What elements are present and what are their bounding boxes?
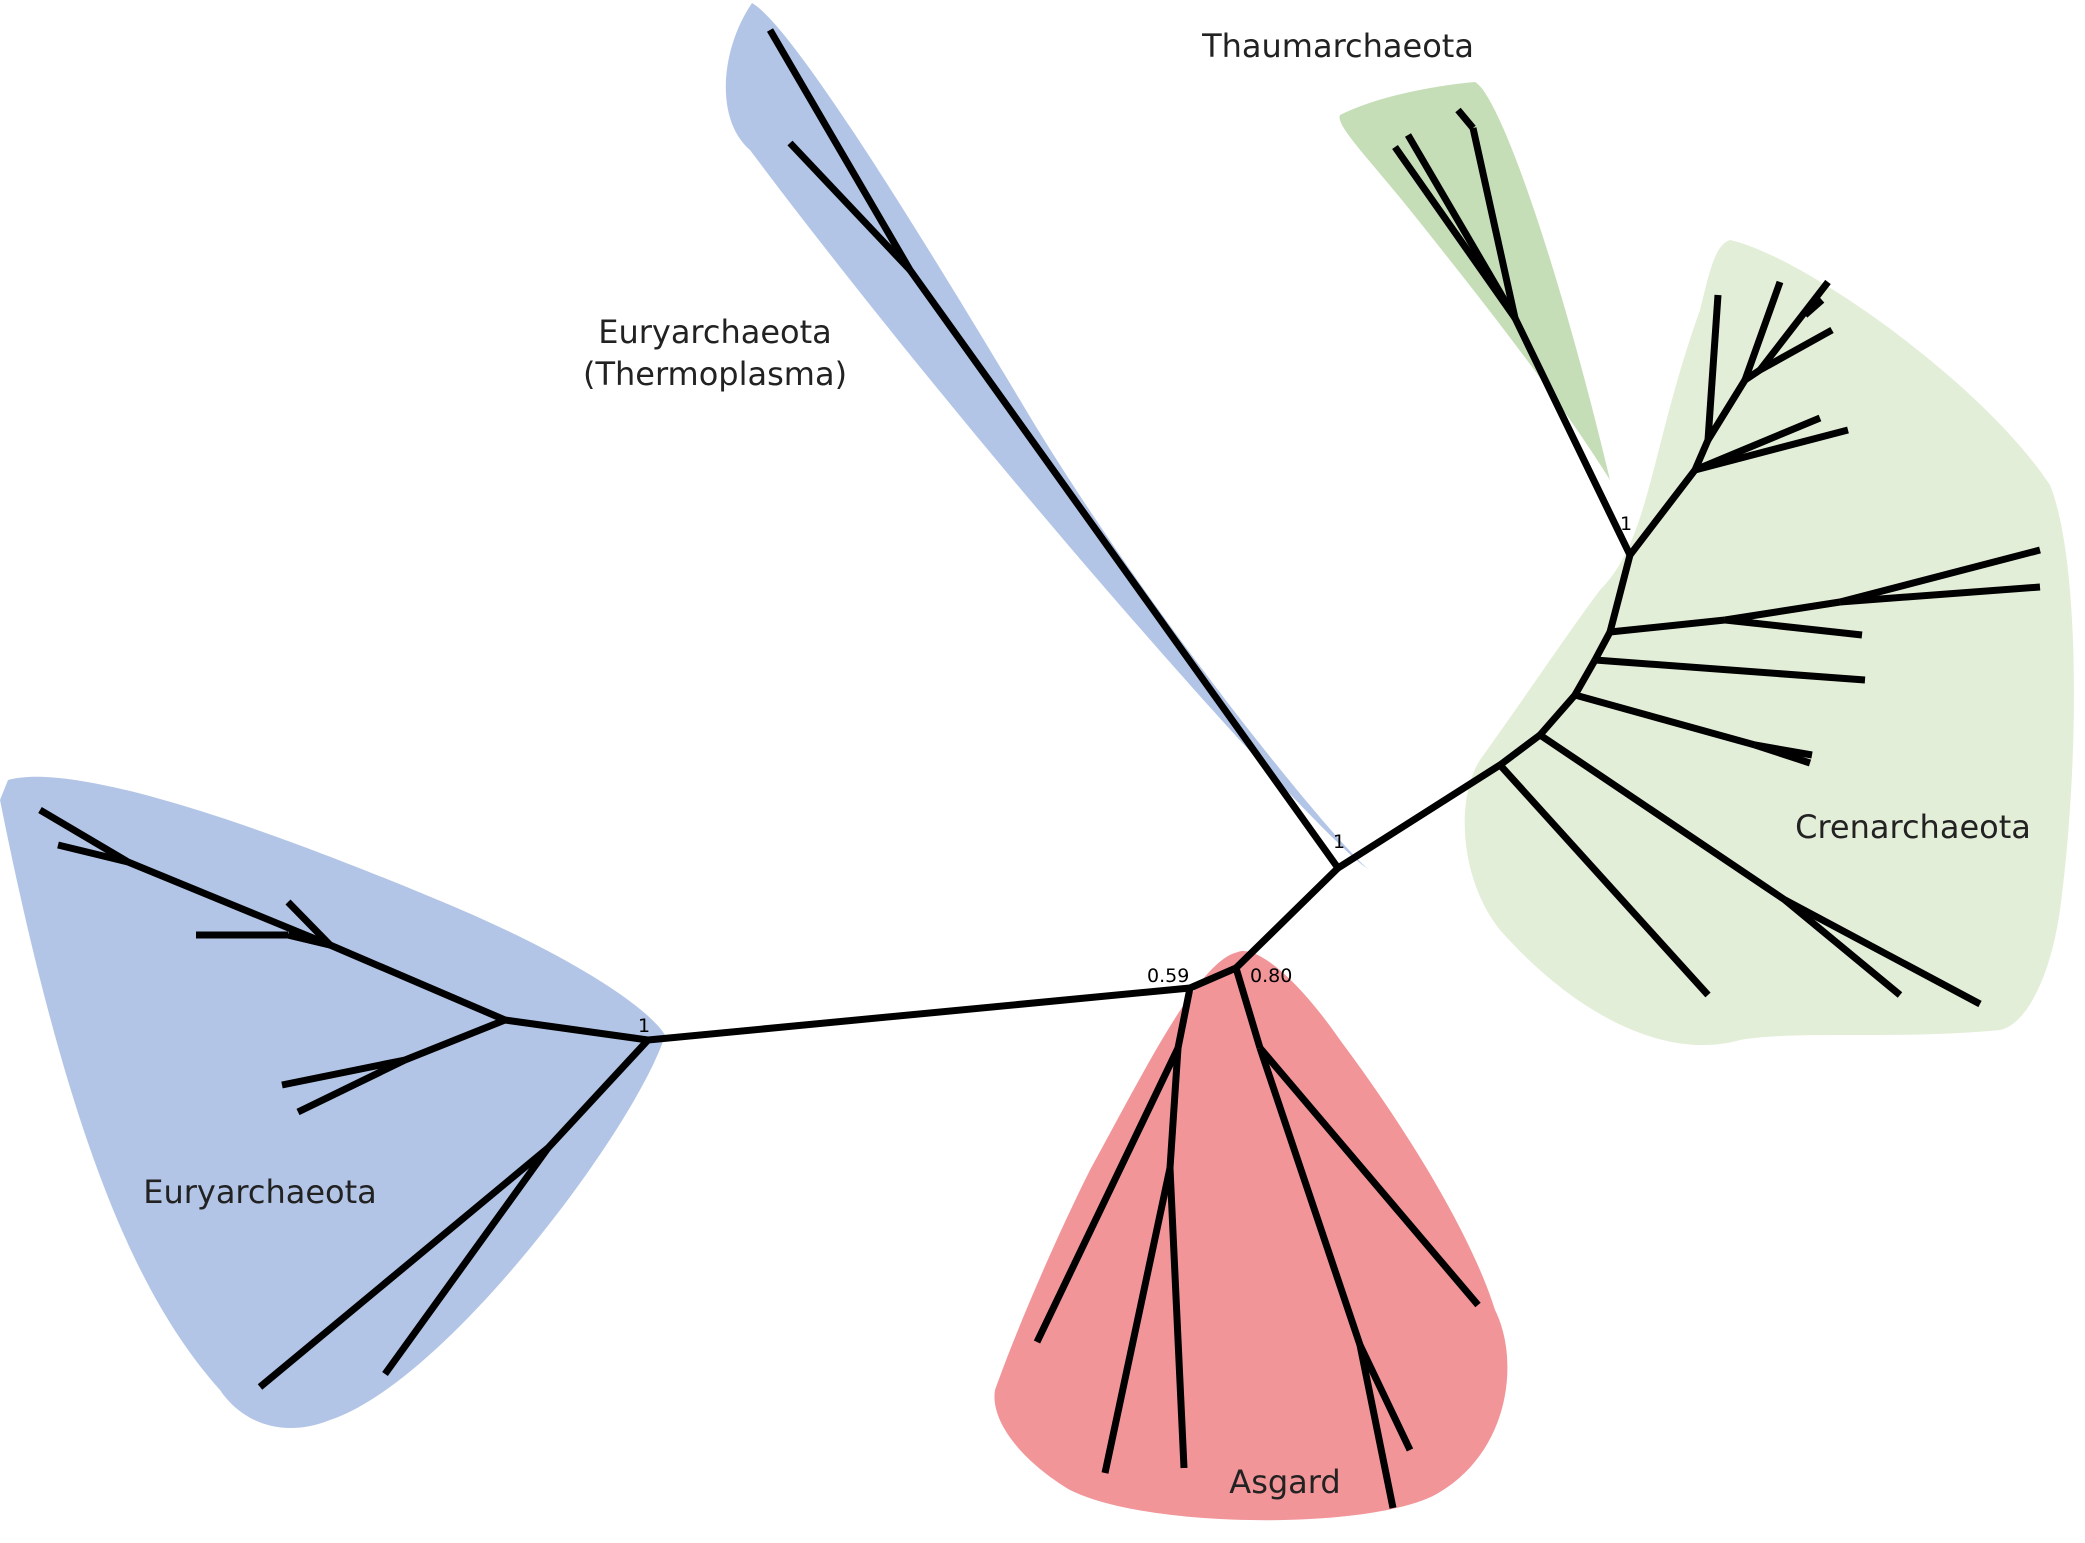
label-asgard: Asgard xyxy=(1229,1463,1340,1501)
asgard-branches xyxy=(1033,966,1481,1509)
support-value-asgard-left: 0.59 xyxy=(1147,965,1189,987)
asgard-leaf-1 xyxy=(1033,1046,1182,1344)
cren-leaf-a1 xyxy=(1782,897,1903,998)
cren-leaf-long xyxy=(1497,762,1711,998)
cren-leaf-h3 xyxy=(1802,297,1825,318)
thaum-leaf-2 xyxy=(1392,144,1518,321)
cren-leaf-h2 xyxy=(1757,279,1831,373)
asgard-leaf-5 xyxy=(1356,1343,1414,1452)
eury-leaf-6 xyxy=(296,1056,407,1116)
cren-leaf-e1 xyxy=(1694,426,1849,474)
branch-asgard-node xyxy=(1188,964,1238,992)
cren-leaf-g1 xyxy=(1741,280,1784,382)
eury-branch-upper xyxy=(504,1016,649,1044)
clade-shade-thermoplasma xyxy=(725,3,1370,870)
label-crenarchaeota: Crenarchaeota xyxy=(1795,808,2031,846)
cren-leaf-f1 xyxy=(1704,294,1722,441)
eury-leaf-7 xyxy=(257,1145,551,1390)
eury-leaf-2 xyxy=(57,841,129,866)
thermoplasma-leaf-1 xyxy=(766,28,914,272)
eury-leaf-8 xyxy=(382,1145,551,1377)
label-thaumarchaeota: Thaumarchaeota xyxy=(1201,27,1474,65)
eury-leaf-4 xyxy=(285,899,333,949)
thaumarchaeota-branches xyxy=(1392,107,1634,557)
thaum-branch xyxy=(1511,316,1634,557)
branch-central-to-thermoplasma xyxy=(907,267,1341,871)
eury-leaf-5 xyxy=(281,1056,406,1089)
clade-shade-euryarchaeota xyxy=(0,776,665,1429)
asgard-branch-left-2 xyxy=(1166,1047,1182,1169)
label-euryarchaeota-thermoplasma-line1: Euryarchaeota xyxy=(598,313,832,351)
support-value-euryarchaeota: 1 xyxy=(638,1015,650,1037)
cren-trunk-2 xyxy=(1537,692,1578,738)
asgard-leaf-2 xyxy=(1101,1167,1174,1474)
cren-leaf-a2 xyxy=(1783,896,1982,1008)
cren-branch-d xyxy=(1609,616,1726,636)
cren-leaf-e2 xyxy=(1693,414,1822,474)
eury-branch-b xyxy=(126,858,332,949)
eury-leaf-1 xyxy=(38,806,130,866)
label-euryarchaeota: Euryarchaeota xyxy=(143,1173,377,1211)
cren-trunk-3 xyxy=(1571,658,1599,697)
euryarchaeota-branches xyxy=(38,806,651,1390)
thaum-leaf-3 xyxy=(1469,127,1519,319)
thermoplasma-leaf-2 xyxy=(787,140,913,273)
cren-branch-d2 xyxy=(1724,598,1841,624)
eury-branch-a xyxy=(328,941,507,1024)
clade-shade-crenarchaeota xyxy=(1464,240,2074,1046)
backbone-branches xyxy=(647,267,1502,1044)
cren-branch-g xyxy=(1705,378,1748,442)
support-value-thaum-cren: 1 xyxy=(1620,513,1632,535)
cren-trunk-4 xyxy=(1591,630,1614,662)
cren-leaf-d3 xyxy=(1839,546,2041,606)
branch-asgard-to-euryarchaeota xyxy=(647,984,1191,1044)
cren-leaf-c xyxy=(1594,656,1866,684)
cren-leaf-h1 xyxy=(1758,326,1834,374)
cren-leaf-b2 xyxy=(1753,741,1812,767)
cren-leaf-d4 xyxy=(1839,583,2041,606)
branch-central-to-crenarchaeota xyxy=(1336,762,1502,871)
crenarchaeota-branches xyxy=(1497,279,2041,1008)
label-euryarchaeota-thermoplasma-line2: (Thermoplasma) xyxy=(583,355,847,393)
support-value-asgard-right: 0.80 xyxy=(1250,965,1292,987)
cren-leaf-d1 xyxy=(1724,616,1863,639)
cren-branch-b xyxy=(1574,691,1756,749)
branch-to-central-node xyxy=(1233,865,1341,971)
cren-trunk-1 xyxy=(1497,732,1543,768)
eury-branch-lower xyxy=(545,1037,651,1151)
asgard-leaf-6 xyxy=(1356,1344,1397,1509)
asgard-leaf-3 xyxy=(1166,1167,1188,1469)
asgard-branch-right xyxy=(1232,966,1264,1050)
cren-branch-a xyxy=(1538,732,1787,903)
cren-trunk-5 xyxy=(1606,554,1634,633)
cren-branch-e xyxy=(1627,467,1698,558)
asgard-branch-left xyxy=(1174,987,1194,1049)
cren-branch-h xyxy=(1743,367,1762,383)
support-value-thermoplasma: 1 xyxy=(1333,831,1345,853)
thaum-leaf-4 xyxy=(1455,107,1476,131)
thermoplasma-branches xyxy=(766,28,914,273)
clade-shade-asgard xyxy=(994,951,1508,1521)
cren-branch-f xyxy=(1691,438,1712,472)
asgard-branch-right-2 xyxy=(1256,1046,1364,1347)
asgard-leaf-4 xyxy=(1257,1045,1481,1308)
eury-branch-d xyxy=(403,1016,507,1064)
